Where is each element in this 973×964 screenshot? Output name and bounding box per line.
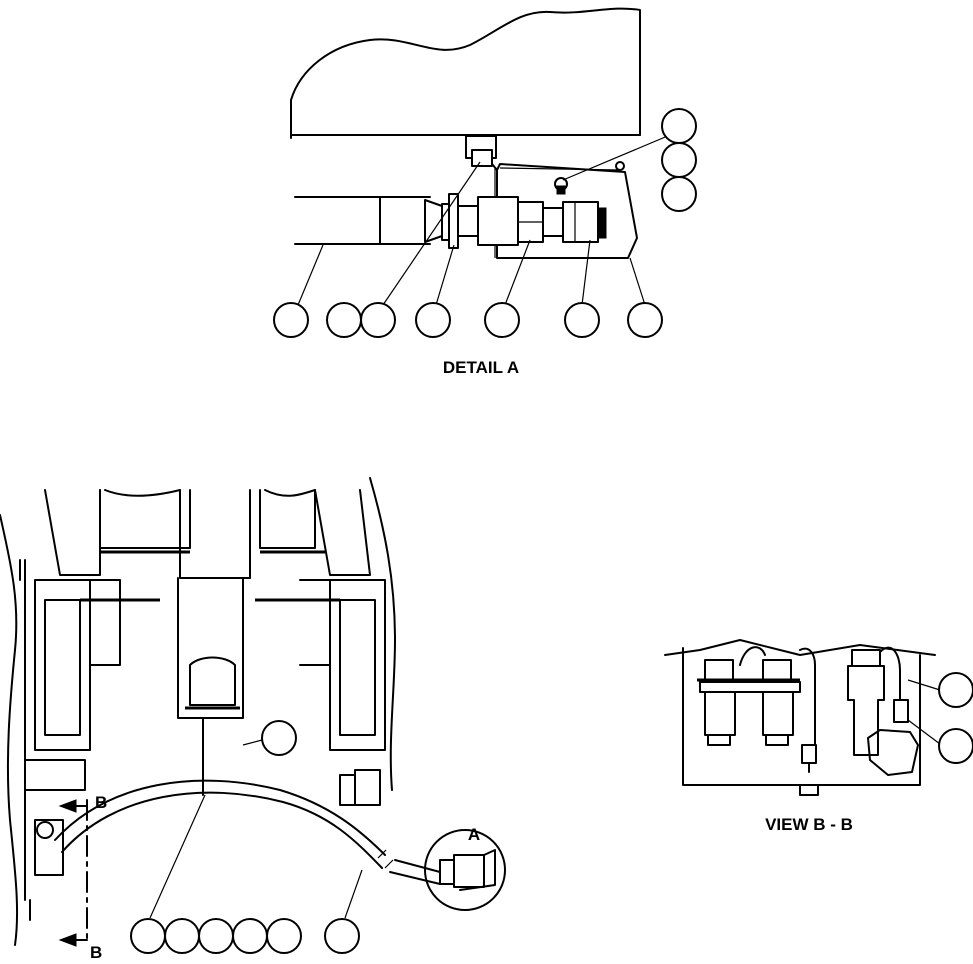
callout-bubble (130, 918, 166, 954)
right-boom-top (314, 489, 371, 576)
marker-coupler (453, 854, 485, 888)
bracket-top-edge (499, 167, 621, 171)
leader-line (344, 869, 363, 919)
callout-bubble (938, 672, 973, 708)
detail-a-caption: DETAIL A (443, 358, 519, 377)
left-housing-outer (34, 579, 91, 751)
breather (893, 699, 909, 723)
filter-hose (739, 646, 766, 666)
return-filter-head (851, 649, 881, 667)
left-valve-block (24, 759, 86, 791)
tank-drain (799, 784, 819, 796)
screw-head-2 (615, 161, 625, 171)
leader-line (149, 794, 206, 919)
callout-bubble (232, 918, 268, 954)
fitting-body (477, 196, 519, 246)
callout-bubble (261, 720, 297, 756)
left-center-block (99, 489, 191, 549)
callout-bubble (360, 302, 396, 338)
machine-body-outline (290, 7, 641, 139)
right-housing-outer (329, 579, 386, 751)
view-b-b: VIEW B - B (664, 639, 973, 834)
center-column (177, 577, 244, 719)
leader-line (581, 239, 591, 306)
leader-line (382, 161, 481, 306)
marker-fitting (439, 859, 455, 885)
filter-cap-right (765, 734, 789, 746)
quick-coupler (562, 201, 599, 243)
bracket (491, 163, 638, 259)
detail-a-view: DETAIL A (273, 7, 697, 377)
hose-lower (61, 791, 383, 869)
dust-cap (597, 207, 607, 239)
left-boom-top (44, 489, 101, 576)
leader-line (504, 239, 531, 306)
filter-bowl-right (762, 691, 794, 736)
marker-bracket (459, 849, 496, 891)
return-filter-body (847, 665, 885, 756)
tank-top-edge (664, 639, 936, 656)
callout-bubble (273, 302, 309, 338)
center-top (179, 489, 251, 579)
callout-bubble (198, 918, 234, 954)
section-arrow-bottom (58, 933, 77, 947)
callout-bubble (324, 918, 360, 954)
hose-end-upper (394, 859, 441, 873)
access-cover (867, 729, 919, 776)
callout-bubble (627, 302, 663, 338)
leader-line (907, 679, 941, 691)
right-housing-side (299, 579, 331, 666)
section-label-top: B (95, 793, 107, 812)
main-view: A B B (0, 477, 506, 962)
callout-bubble (661, 142, 697, 178)
left-contour (0, 514, 19, 946)
mounting-nut (471, 149, 493, 167)
leader-line (242, 739, 263, 746)
section-label-bottom: B (90, 943, 102, 959)
return-line (879, 646, 901, 701)
section-arrow-top (58, 799, 77, 813)
filter-cap-left (707, 734, 731, 746)
sight-tube (799, 647, 816, 746)
detail-a-marker-circle (424, 829, 506, 911)
right-center-block (259, 489, 316, 549)
left-pipes (19, 559, 31, 921)
left-arc (104, 489, 181, 497)
filter-bowl-left (704, 691, 736, 736)
callout-bubble (415, 302, 451, 338)
right-valve-2 (354, 769, 381, 806)
callout-bubble (164, 918, 200, 954)
callout-bubble (938, 728, 973, 764)
filter-mount (699, 681, 801, 693)
right-contour (369, 477, 396, 791)
callout-bubble (661, 176, 697, 212)
hose-upper (54, 779, 386, 856)
callout-bubble (484, 302, 520, 338)
view-bb-caption: VIEW B - B (765, 815, 853, 834)
left-housing-side (89, 579, 121, 666)
fitting-adapter (457, 205, 479, 237)
hose-end-lower (389, 871, 441, 885)
callout-bubble (564, 302, 600, 338)
detail-a-marker-label: A (468, 825, 480, 844)
leader-line (297, 244, 324, 306)
leader-line (562, 134, 671, 181)
leader-line (629, 257, 646, 306)
left-filter-cap (36, 821, 54, 839)
center-cylinder (189, 656, 236, 706)
sight-tube-fitting (801, 744, 817, 764)
hose-break (377, 849, 394, 869)
leader-line (907, 719, 941, 745)
coupler-neck (542, 207, 564, 237)
left-housing-inner (44, 599, 81, 736)
callout-bubble (266, 918, 302, 954)
callout-bubble (326, 302, 362, 338)
right-housing-inner (339, 599, 376, 736)
leader-line (435, 244, 455, 306)
right-arc (264, 489, 316, 497)
callout-bubble (661, 108, 697, 144)
screw-body (556, 185, 566, 195)
